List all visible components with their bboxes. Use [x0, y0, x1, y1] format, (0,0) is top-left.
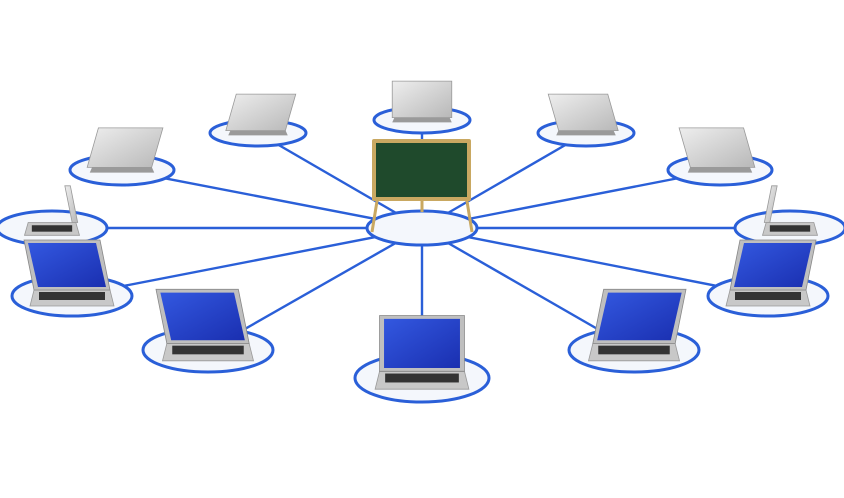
laptop-keyboard — [769, 225, 811, 232]
board-leg — [370, 194, 380, 233]
laptop-icon — [587, 288, 687, 362]
laptop-screen — [384, 318, 460, 368]
laptop-lid — [763, 185, 778, 223]
laptop-icon — [725, 239, 817, 307]
laptop-lid-back — [391, 80, 453, 118]
laptop-lid-back — [678, 127, 756, 168]
board-surface — [376, 143, 467, 197]
laptop-screen — [597, 292, 682, 341]
link-line — [71, 226, 423, 298]
laptop-lid-back — [225, 93, 297, 132]
board-leg — [464, 194, 474, 233]
hub-ring — [365, 209, 479, 247]
laptop-nodes — [23, 80, 819, 390]
laptop-keyboard — [385, 373, 459, 383]
laptop-icon — [547, 93, 619, 136]
link-line — [121, 168, 423, 230]
laptop-keyboard — [31, 225, 73, 232]
link-line — [421, 168, 721, 230]
laptop-icon — [86, 127, 164, 173]
laptop-screen — [734, 243, 812, 287]
blackboard-icon — [370, 139, 474, 233]
hub — [365, 139, 479, 247]
laptop-icon — [391, 80, 453, 123]
link-line — [421, 226, 769, 298]
laptop-keyboard — [172, 345, 244, 355]
laptop-icon — [23, 239, 115, 307]
laptop-icon — [155, 288, 255, 362]
laptop-screen — [28, 243, 106, 287]
laptop-keyboard — [598, 345, 670, 355]
laptop-icon — [678, 127, 756, 173]
laptop-keyboard — [735, 292, 801, 300]
laptop-lid — [64, 185, 79, 223]
laptop-icon — [23, 185, 81, 236]
laptop-icon — [225, 93, 297, 136]
laptop-icon — [374, 315, 470, 390]
laptop-lid-back — [547, 93, 619, 132]
laptop-lid-back — [86, 127, 164, 168]
laptop-screen — [160, 292, 245, 341]
laptop-icon — [761, 185, 819, 236]
laptop-keyboard — [39, 292, 105, 300]
